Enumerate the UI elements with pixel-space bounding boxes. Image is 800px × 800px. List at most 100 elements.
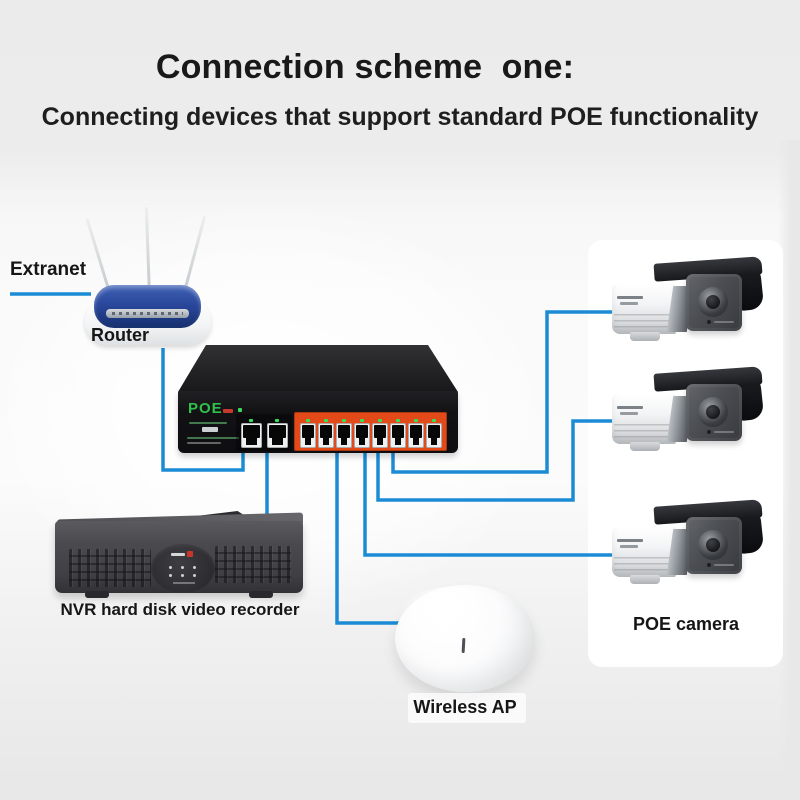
- nvr-brand-mark: [171, 553, 185, 556]
- port-led: [275, 419, 279, 422]
- camera-lens-icon: [698, 530, 728, 560]
- rj45-port: [407, 419, 424, 448]
- switch-fine-print: [187, 442, 221, 444]
- cable-switch-to-camera-1: [391, 310, 613, 474]
- nvr-brand-red-icon: [187, 551, 193, 557]
- port-led: [341, 419, 346, 422]
- nvr-fine-print: [173, 582, 195, 584]
- port-led: [431, 419, 436, 422]
- port-led: [323, 419, 328, 422]
- port-jack: [371, 423, 388, 448]
- port-jack: [317, 423, 334, 448]
- wireless-ap-label: Wireless AP: [413, 697, 517, 717]
- ap-highlight: [401, 587, 497, 645]
- port-jack: [389, 423, 406, 448]
- poe-camera-2: [612, 366, 765, 457]
- router-label: Router: [91, 325, 149, 345]
- camera-body: [612, 394, 676, 444]
- rj45-port: [389, 419, 406, 448]
- poe-logo: POE: [188, 400, 223, 417]
- rj45-port: [353, 419, 370, 448]
- port-led: [377, 419, 382, 422]
- camera-mount: [630, 575, 660, 584]
- camera-ir-led: [707, 563, 734, 567]
- switch-fine-print: [189, 422, 227, 424]
- camera-lens-icon: [698, 287, 728, 317]
- nvr-front-panel: [55, 521, 303, 593]
- nvr-label: NVR hard disk video recorder: [60, 600, 300, 619]
- switch-fine-print: [187, 437, 239, 439]
- nvr-led: [193, 574, 196, 577]
- nvr-led: [181, 574, 184, 577]
- port-led: [413, 419, 418, 422]
- port-jack: [266, 423, 288, 448]
- background-right-strip: [778, 140, 800, 800]
- switch-top-face: [178, 345, 458, 392]
- port-led: [395, 419, 400, 422]
- port-jack: [240, 423, 262, 448]
- router-top: [94, 285, 201, 328]
- nvr-led: [169, 574, 172, 577]
- camera-mount: [630, 442, 660, 451]
- rj45-port: [335, 419, 352, 448]
- page-subtitle: Connecting devices that support standard…: [41, 103, 759, 131]
- cable-switch-to-camera-3: [363, 452, 613, 557]
- nvr-foot: [85, 591, 109, 598]
- nvr-device: [55, 505, 305, 605]
- poe-ports: [294, 412, 447, 451]
- nvr-led: [193, 566, 196, 569]
- cable-router-to-switch: [161, 348, 245, 472]
- cable-switch-to-ap: [335, 452, 400, 625]
- rj45-port: [425, 419, 442, 448]
- camera-ir-led: [707, 430, 734, 434]
- rj45-port: [299, 419, 316, 448]
- rj45-port: [240, 419, 262, 448]
- cable-switch-to-camera-2: [376, 419, 613, 502]
- rj45-port: [371, 419, 388, 448]
- router-antenna-icon: [144, 207, 151, 298]
- poe-switch-device: POE: [178, 345, 458, 455]
- rj45-port: [266, 419, 288, 448]
- ap-status-slot: [461, 637, 466, 654]
- extranet-label: Extranet: [10, 259, 87, 280]
- port-led: [305, 419, 310, 422]
- router-led-band: [106, 309, 189, 318]
- poe-camera-1: [612, 256, 765, 347]
- camera-mount: [630, 332, 660, 341]
- camera-head: [686, 384, 742, 441]
- port-led: [249, 419, 253, 422]
- ap-dome: [395, 585, 535, 692]
- switch-power-led: [238, 408, 242, 412]
- nvr-led: [181, 566, 184, 569]
- camera-ir-led: [707, 320, 734, 324]
- switch-reset-label: [202, 427, 218, 432]
- uplink-ports: [236, 414, 292, 451]
- ap-label-band: [408, 693, 526, 723]
- port-jack: [299, 423, 316, 448]
- camera-body: [612, 527, 676, 577]
- rj45-port: [317, 419, 334, 448]
- switch-red-marking: [223, 409, 233, 413]
- port-jack: [425, 423, 442, 448]
- port-jack: [335, 423, 352, 448]
- port-jack: [353, 423, 370, 448]
- camera-head: [686, 517, 742, 574]
- nvr-vents: [215, 546, 291, 583]
- nvr-led: [169, 566, 172, 569]
- camera-ribs: [614, 424, 672, 442]
- port-jack: [407, 423, 424, 448]
- nvr-vents: [69, 549, 151, 587]
- nvr-foot: [249, 591, 273, 598]
- poe-camera-3: [612, 499, 765, 590]
- port-led: [359, 419, 364, 422]
- router-device: [80, 205, 215, 350]
- camera-head: [686, 274, 742, 331]
- camera-lens-icon: [698, 397, 728, 427]
- wireless-ap-device: [395, 585, 540, 700]
- poe-camera-label: POE camera: [632, 614, 740, 634]
- camera-ribs: [614, 557, 672, 575]
- camera-ribs: [614, 314, 672, 332]
- page-title: Connection scheme one:: [155, 48, 575, 86]
